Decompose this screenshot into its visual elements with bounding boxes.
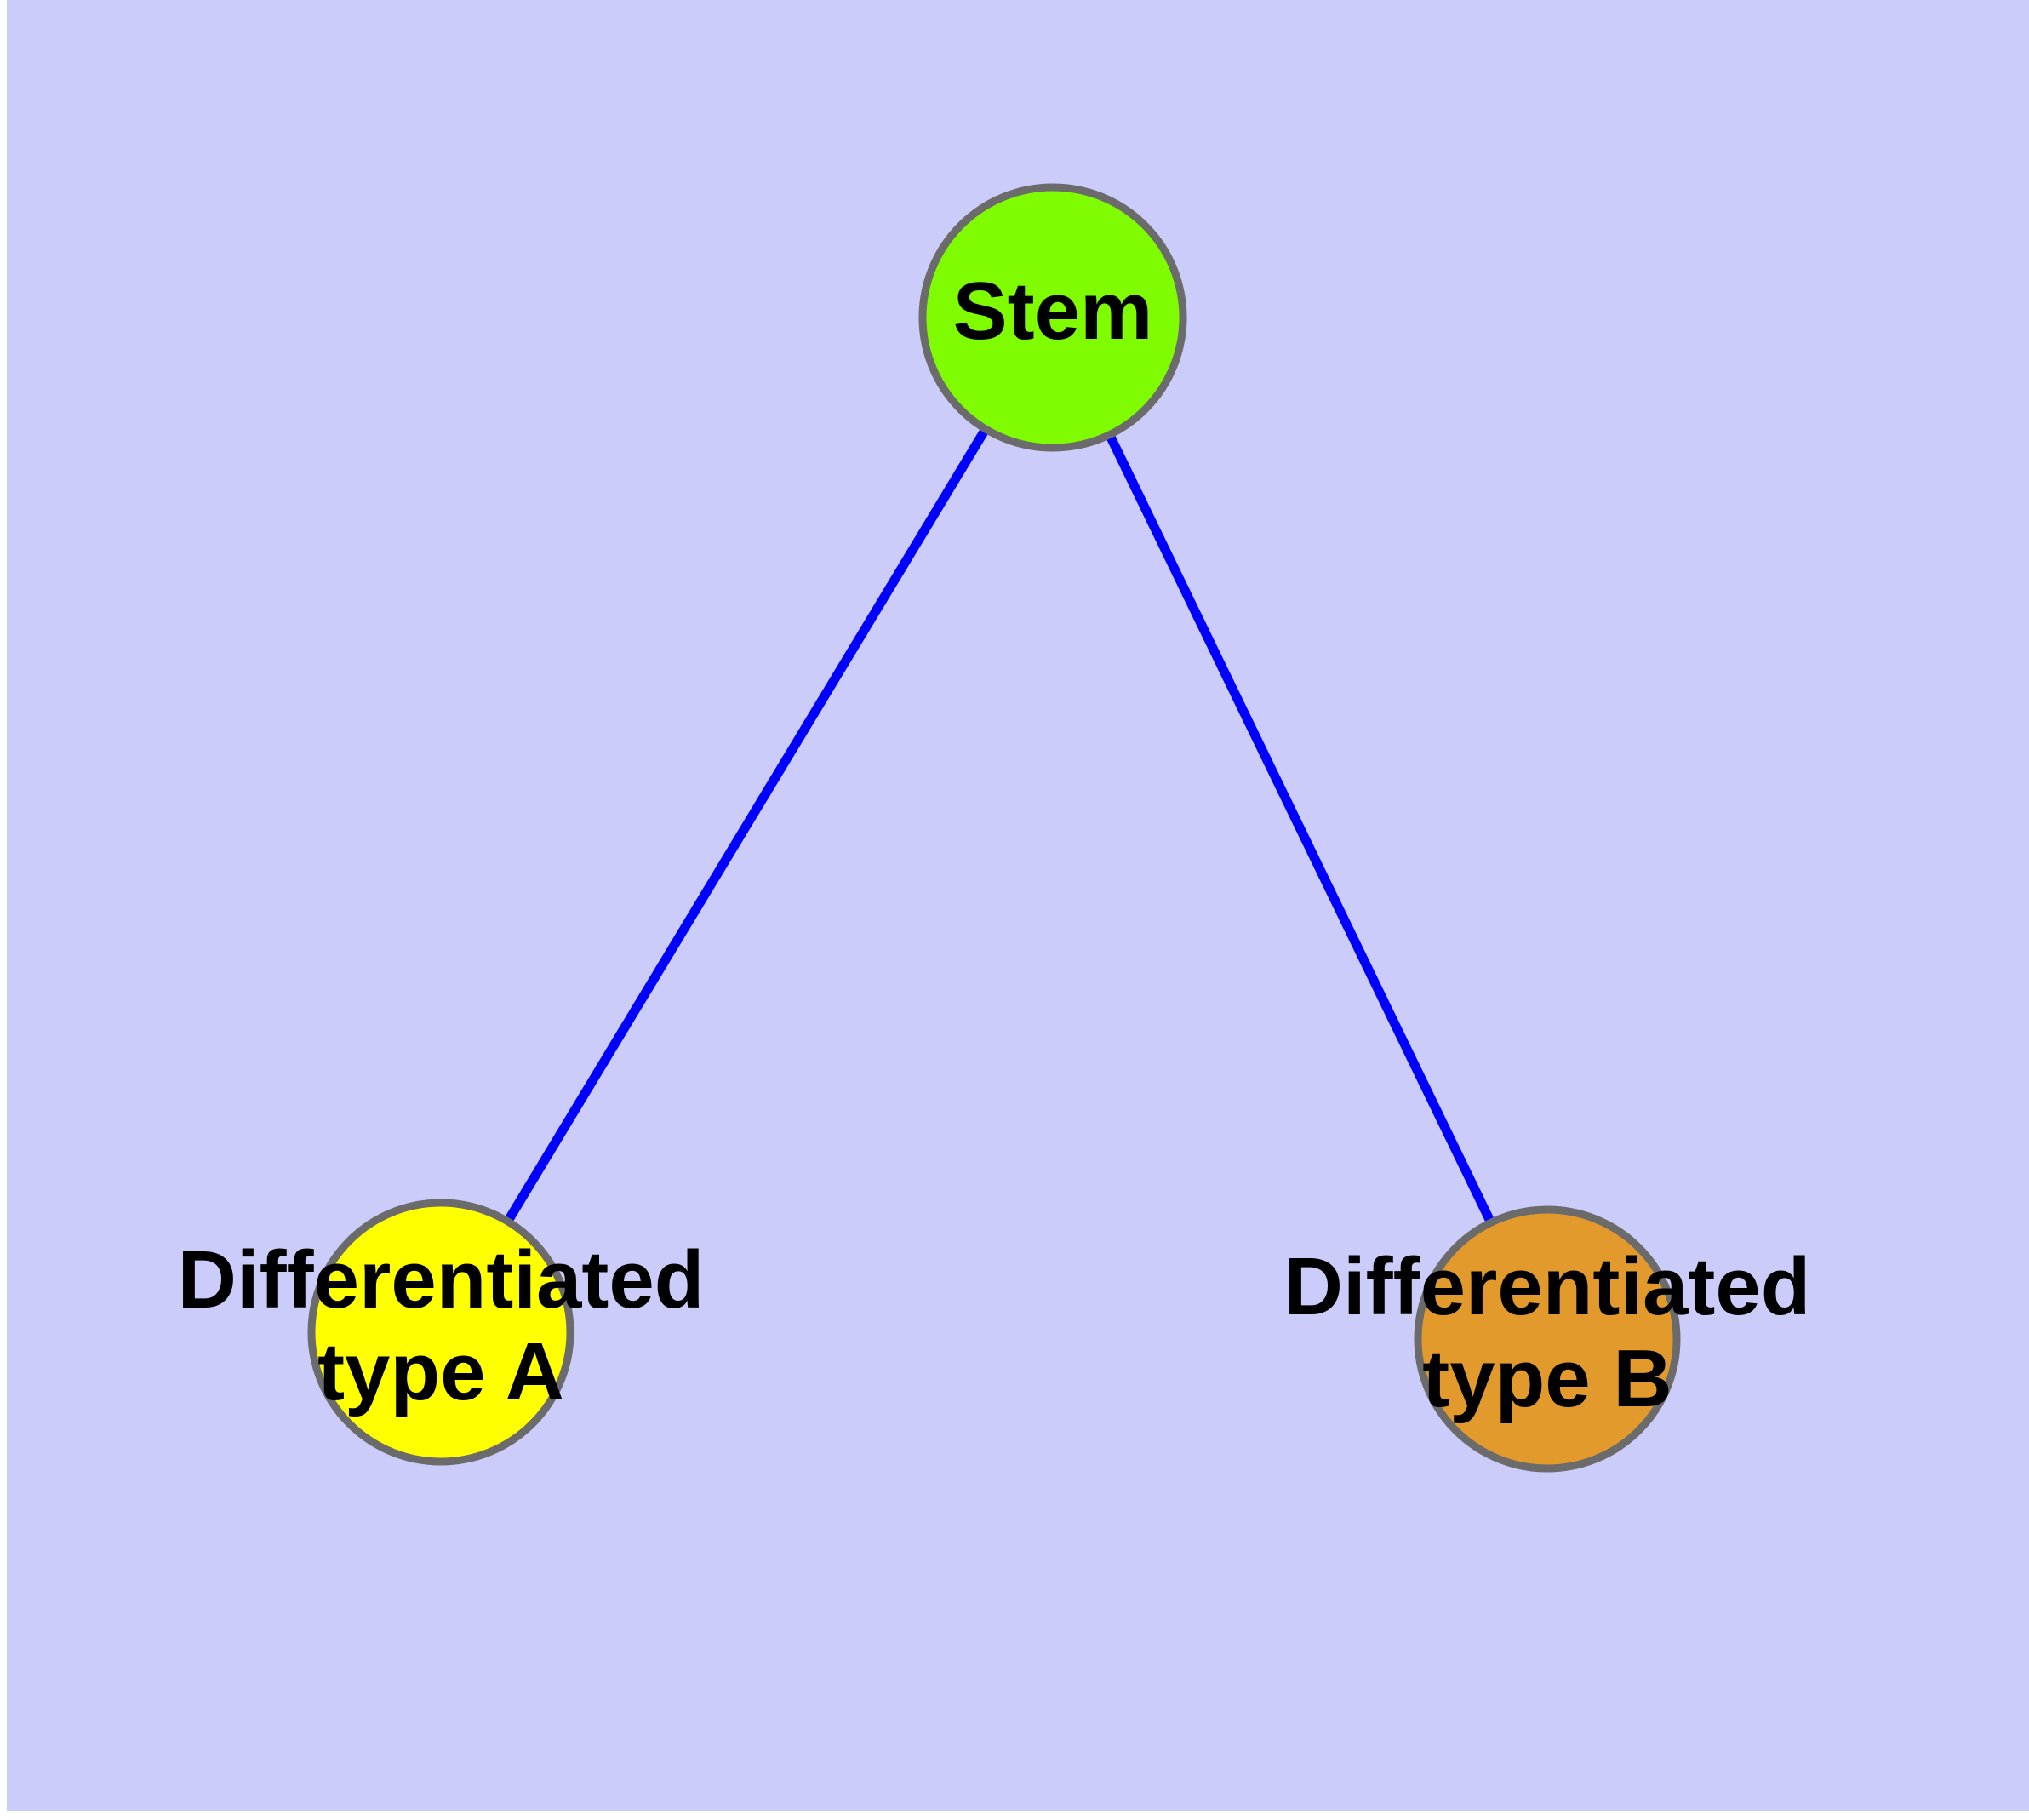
edge-stem-diff-a[interactable] bbox=[437, 315, 1057, 1335]
node-label-line: Differentiated bbox=[1284, 1242, 1811, 1333]
node-label-line: type B bbox=[1422, 1333, 1672, 1424]
node-circle-stem[interactable] bbox=[918, 183, 1187, 452]
node-stem[interactable]: Stem bbox=[918, 183, 1187, 452]
node-label-line: Stem bbox=[953, 266, 1153, 357]
edges-layer bbox=[437, 315, 1552, 1342]
edge-stem-diff-b[interactable] bbox=[1049, 315, 1552, 1342]
node-circle-diff_a[interactable] bbox=[307, 1199, 574, 1466]
node-label-line: Differentiated bbox=[178, 1235, 705, 1326]
node-label-line: type A bbox=[317, 1326, 564, 1417]
node-label-stem: Stem bbox=[953, 266, 1153, 357]
node-circle-diff_b[interactable] bbox=[1414, 1205, 1681, 1473]
